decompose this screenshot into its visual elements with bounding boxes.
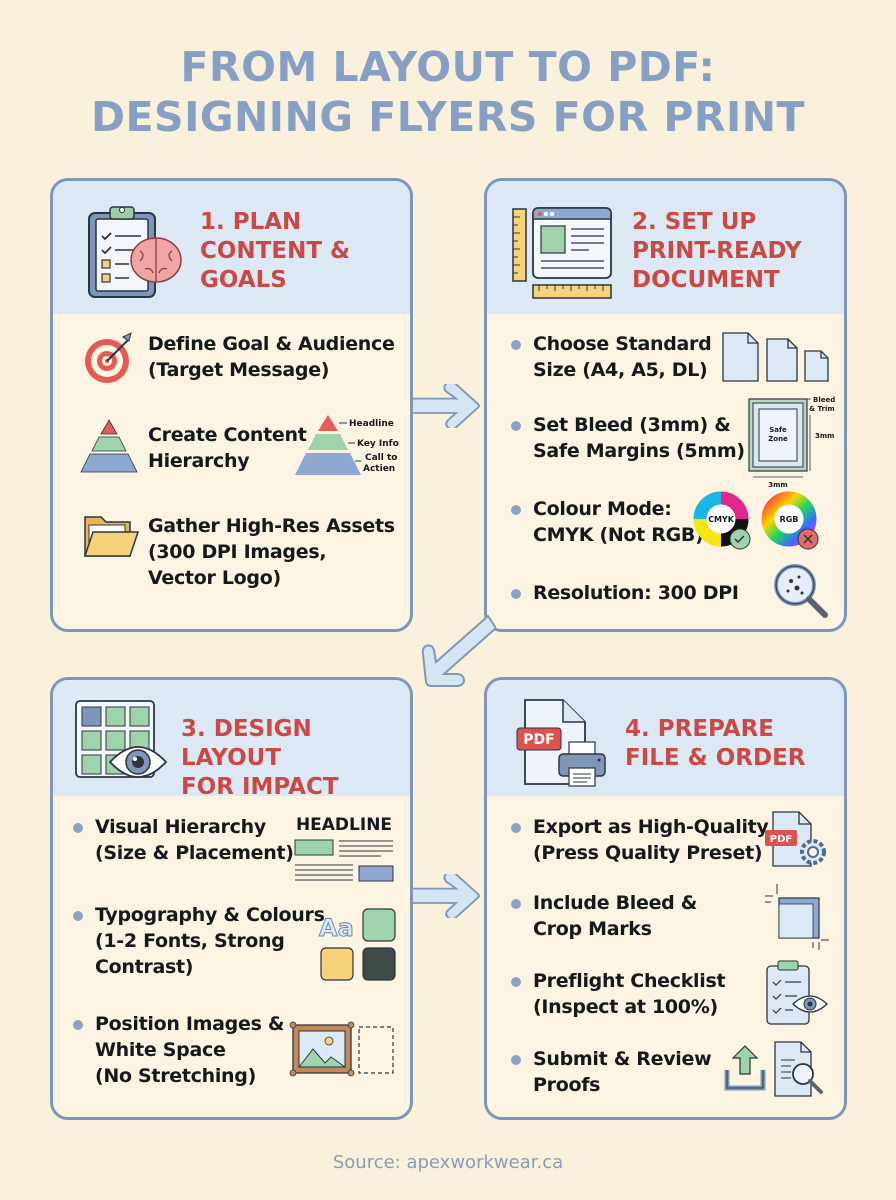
step-4-item-2: Include Bleed & Crop Marks bbox=[511, 890, 697, 942]
step-2-item-3: Colour Mode: CMYK (Not RGB) bbox=[511, 496, 704, 548]
svg-text:3mm: 3mm bbox=[768, 481, 787, 489]
swatches-icon: Aa bbox=[319, 908, 396, 981]
picture-frame-icon bbox=[289, 1021, 394, 1077]
arrow-step2-to-step3 bbox=[421, 614, 496, 687]
bullet bbox=[511, 589, 521, 599]
step-4-panel: PDF 4. PREPARE FILE & ORDER Export as Hi… bbox=[484, 677, 847, 1120]
step-3-item-2: Typography & Colours (1-2 Fonts, Strong … bbox=[73, 902, 325, 980]
svg-text:& Trim: & Trim bbox=[809, 405, 835, 413]
step-4-title: 4. PREPARE FILE & ORDER bbox=[625, 716, 806, 771]
step-3-title: 3. DESIGN LAYOUT FOR IMPACT bbox=[181, 716, 339, 800]
crop-marks-icon bbox=[765, 884, 829, 950]
bullet bbox=[511, 505, 521, 515]
step-2-header: 2. SET UP PRINT-READY DOCUMENT bbox=[487, 181, 844, 314]
svg-text:3mm: 3mm bbox=[815, 432, 834, 440]
document-ruler-icon bbox=[512, 207, 612, 299]
step-4-item-4: Submit & Review Proofs bbox=[511, 1046, 712, 1098]
step-1-item-2: Create Content Hierarchy bbox=[148, 424, 307, 472]
paper-sizes-icon bbox=[722, 332, 829, 382]
step-2-item-1: Choose Standard Size (A4, A5, DL) bbox=[511, 331, 712, 383]
title-line-2: DESIGNING FLYERS FOR PRINT bbox=[91, 93, 805, 141]
bullet bbox=[511, 899, 521, 909]
bullet bbox=[511, 823, 521, 833]
svg-text:Headline: Headline bbox=[349, 419, 394, 429]
title-line-1: FROM LAYOUT TO PDF: bbox=[180, 43, 716, 91]
bullet bbox=[73, 823, 83, 833]
step-1-title: 1. PLAN CONTENT & GOALS bbox=[200, 209, 351, 293]
svg-text:Zone: Zone bbox=[768, 435, 788, 443]
svg-text:Key Info: Key Info bbox=[357, 439, 399, 449]
svg-text:RGB: RGB bbox=[780, 515, 799, 524]
svg-text:PDF: PDF bbox=[523, 732, 554, 748]
step-2-panel: 2. SET UP PRINT-READY DOCUMENT Choose St… bbox=[484, 178, 847, 632]
bullet bbox=[511, 340, 521, 350]
svg-text:Actien: Actien bbox=[363, 464, 395, 474]
bleed-diagram-icon: Safe Zone Bleed & Trim 3mm 3mm bbox=[748, 396, 835, 489]
step-1-panel: 1. PLAN CONTENT & GOALS Define Goal & Au… bbox=[50, 178, 413, 632]
step-2-item-2: Set Bleed (3mm) & Safe Margins (5mm) bbox=[511, 412, 745, 464]
grid-eye-icon bbox=[75, 700, 168, 778]
clipboard-brain-icon bbox=[88, 206, 182, 298]
step-4-item-1: Export as High-Quality (Press Quality Pr… bbox=[511, 814, 769, 866]
bullet bbox=[511, 421, 521, 431]
headline-layout-icon: HEADLINE bbox=[294, 815, 394, 882]
pdf-printer-icon: PDF bbox=[516, 699, 606, 787]
target-icon bbox=[85, 332, 132, 383]
arrow-step3-to-step4 bbox=[412, 874, 480, 918]
step-3-item-3: Position Images & White Space (No Stretc… bbox=[73, 1011, 284, 1089]
checklist-eye-icon bbox=[766, 960, 828, 1025]
svg-text:HEADLINE: HEADLINE bbox=[296, 815, 392, 835]
step-1-header: 1. PLAN CONTENT & GOALS bbox=[53, 181, 410, 314]
infographic-title: FROM LAYOUT TO PDF: DESIGNING FLYERS FOR… bbox=[0, 42, 896, 142]
svg-text:Safe: Safe bbox=[769, 426, 787, 434]
labeled-pyramid-icon: Headline Key Info Call to Actien bbox=[295, 415, 399, 475]
color-wheel-icon: CMYK RGB bbox=[693, 491, 819, 550]
svg-text:Bleed: Bleed bbox=[813, 396, 835, 404]
pyramid-icon bbox=[80, 419, 138, 473]
bullet bbox=[73, 1020, 83, 1030]
step-3-item-1: Visual Hierarchy (Size & Placement) bbox=[73, 814, 294, 866]
step-3-panel: 3. DESIGN LAYOUT FOR IMPACT Visual Hiera… bbox=[50, 677, 413, 1120]
step-2-title: 2. SET UP PRINT-READY DOCUMENT bbox=[632, 209, 802, 293]
svg-text:Aa: Aa bbox=[319, 914, 354, 942]
svg-text:Call to: Call to bbox=[365, 453, 397, 463]
magnifier-icon bbox=[774, 564, 828, 618]
step-3-header: 3. DESIGN LAYOUT FOR IMPACT bbox=[53, 680, 410, 800]
bullet bbox=[511, 977, 521, 987]
bullet bbox=[73, 911, 83, 921]
svg-text:CMYK: CMYK bbox=[708, 515, 735, 524]
step-4-item-3: Preflight Checklist (Inspect at 100%) bbox=[511, 968, 726, 1020]
step-4-header: PDF 4. PREPARE FILE & ORDER bbox=[487, 680, 844, 796]
pdf-gear-icon: PDF bbox=[765, 811, 826, 867]
svg-text:PDF: PDF bbox=[770, 834, 792, 845]
source-credit: Source: apexworkwear.ca bbox=[332, 1152, 564, 1173]
step-1-item-1: Define Goal & Audience (Target Message) bbox=[148, 333, 395, 381]
step-2-item-4: Resolution: 300 DPI bbox=[511, 580, 739, 606]
step-1-item-3: Gather High-Res Assets (300 DPI Images, … bbox=[148, 515, 395, 589]
upload-review-icon bbox=[724, 1041, 823, 1097]
bullet bbox=[511, 1055, 521, 1065]
folder-icon bbox=[83, 516, 139, 557]
arrow-step1-to-step2 bbox=[412, 384, 480, 428]
